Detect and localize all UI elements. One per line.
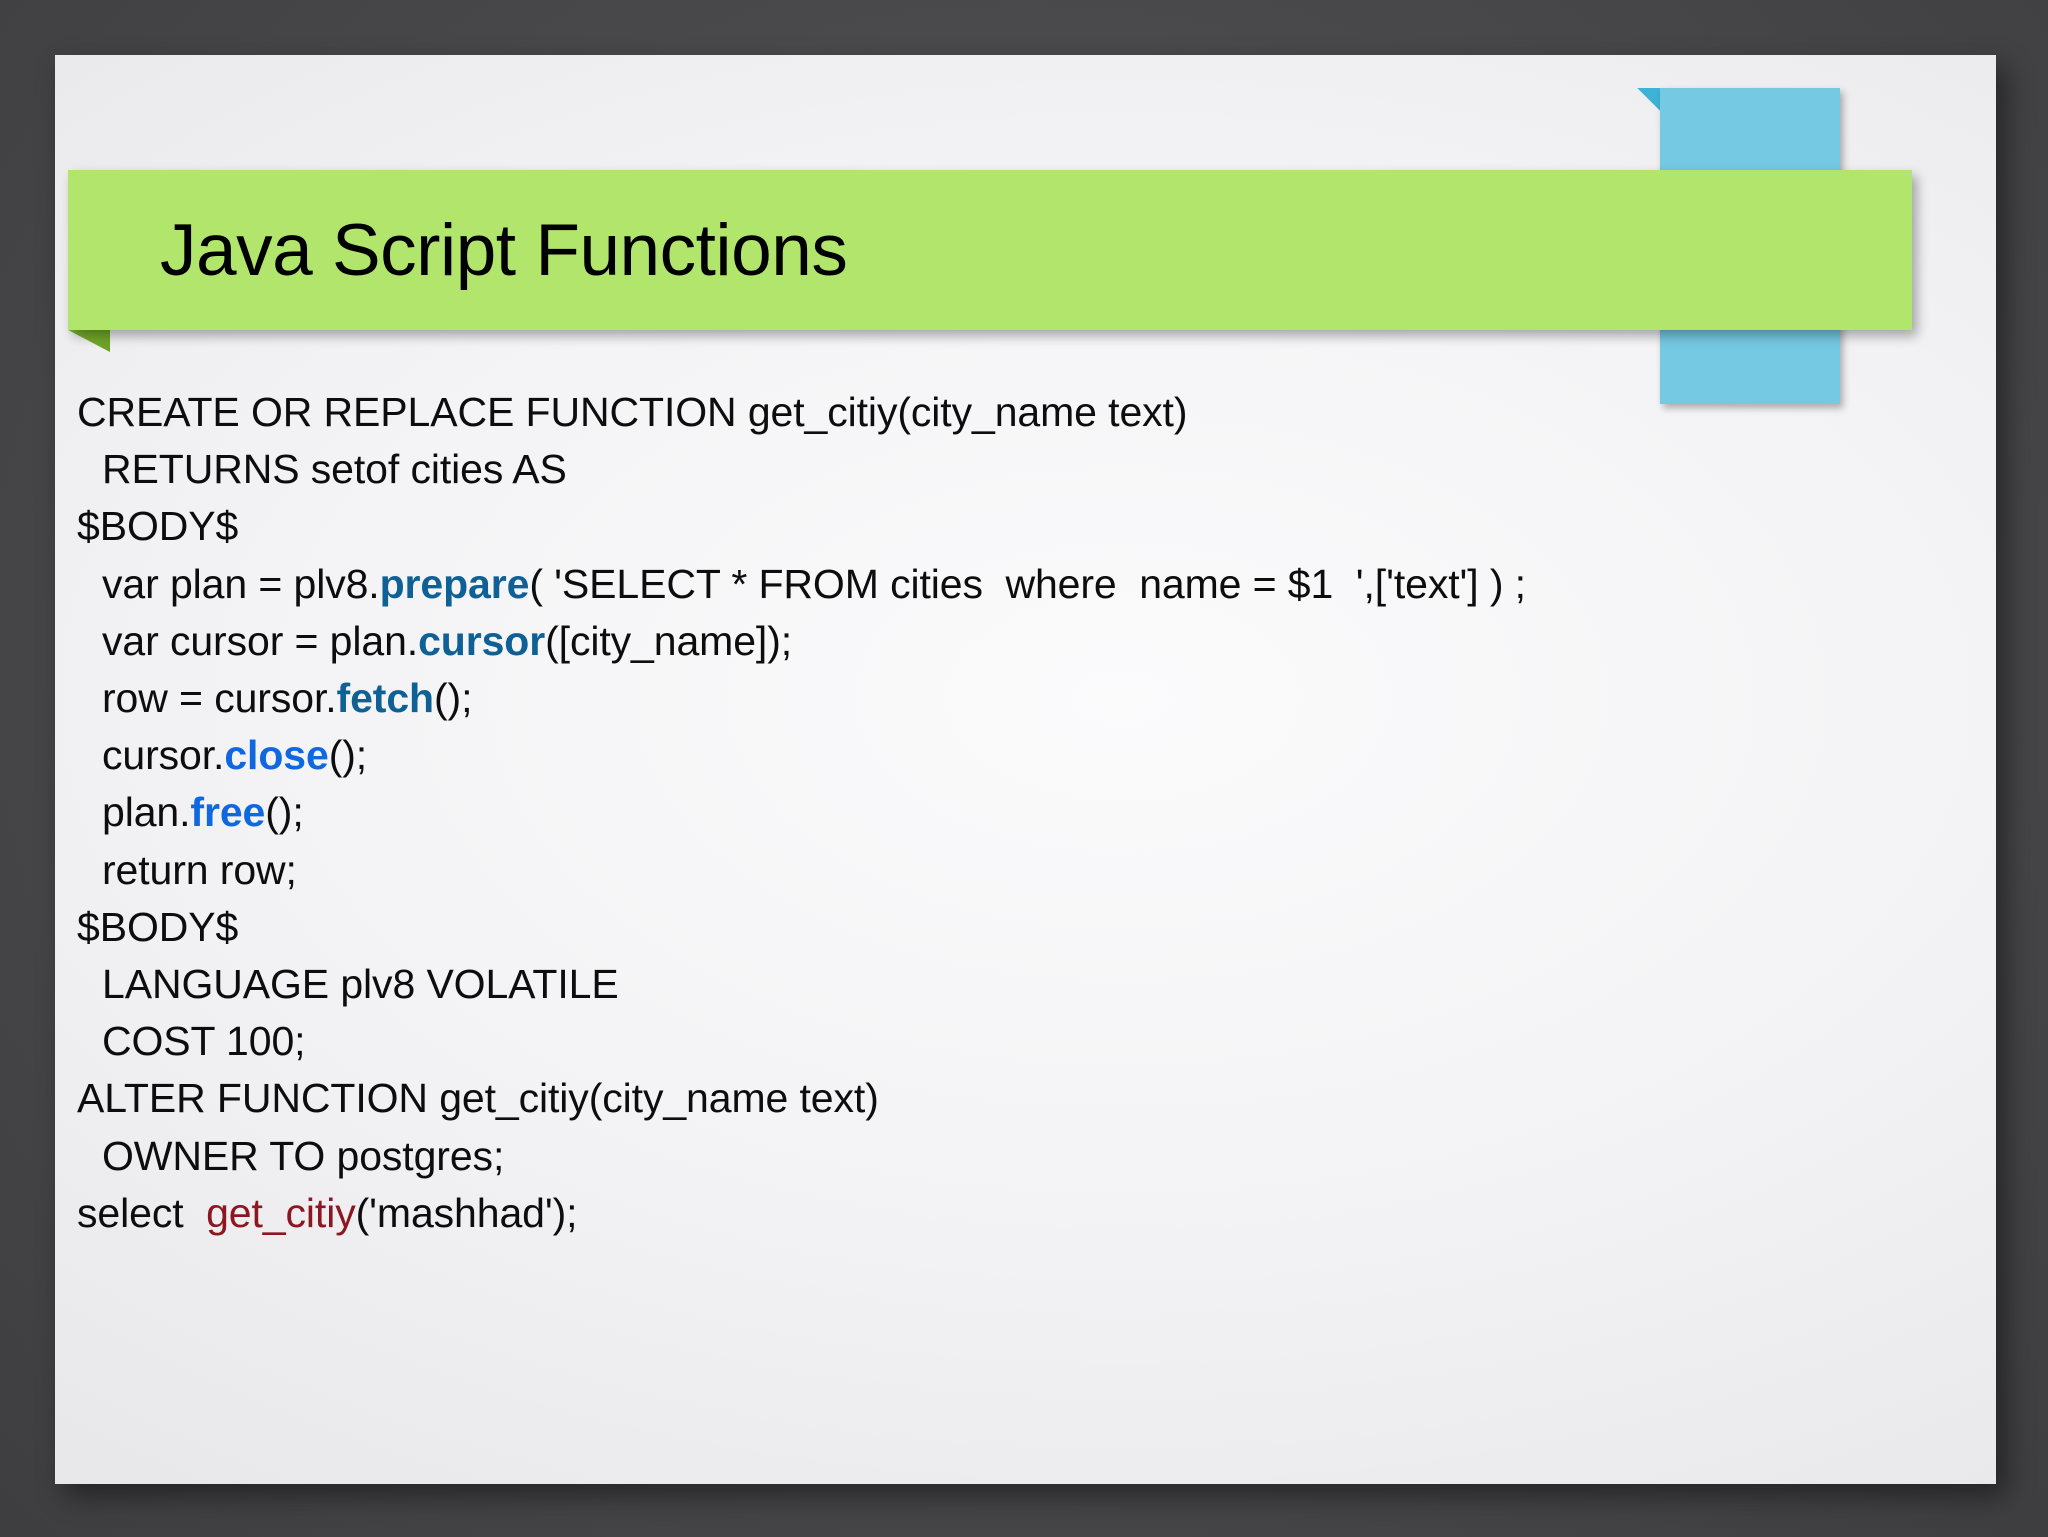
- code-text: $BODY$: [77, 903, 239, 950]
- code-text: COST 100;: [102, 1018, 306, 1065]
- code-text: var plan = plv8.: [102, 560, 380, 607]
- code-text: select: [77, 1189, 207, 1236]
- code-line: return row;: [77, 842, 1996, 899]
- title-banner-fold-decoration: [68, 330, 110, 352]
- code-text: ();: [434, 675, 473, 722]
- code-text: ();: [265, 789, 304, 836]
- code-line: row = cursor.fetch();: [77, 670, 1996, 727]
- code-line: $BODY$: [77, 498, 1996, 555]
- code-text: CREATE OR REPLACE FUNCTION get_citiy(cit…: [77, 389, 1188, 435]
- code-line: var cursor = plan.cursor([city_name]);: [77, 613, 1996, 670]
- code-keyword-method: free: [190, 789, 266, 836]
- title-banner: Java Script Functions: [68, 170, 1912, 330]
- code-line: cursor.close();: [77, 727, 1996, 784]
- code-line: OWNER TO postgres;: [77, 1128, 1996, 1185]
- slide-canvas: Java Script Functions CREATE OR REPLACE …: [55, 55, 1996, 1484]
- code-keyword-method: cursor: [418, 617, 546, 664]
- code-line: RETURNS setof cities AS: [77, 441, 1996, 498]
- code-text: ( 'SELECT * FROM cities where name = $1 …: [529, 560, 1526, 607]
- code-keyword-method: fetch: [336, 675, 435, 722]
- code-keyword-method: prepare: [379, 560, 530, 607]
- code-text: ();: [328, 732, 368, 779]
- code-line: CREATE OR REPLACE FUNCTION get_citiy(cit…: [77, 384, 1996, 441]
- blue-ribbon-fold-decoration: [1637, 88, 1661, 112]
- code-line: plan.free();: [77, 784, 1996, 841]
- code-block: CREATE OR REPLACE FUNCTION get_citiy(cit…: [55, 384, 1996, 1242]
- code-function-name: get_citiy: [206, 1189, 356, 1236]
- code-text: ('mashhad');: [355, 1189, 578, 1236]
- code-line: COST 100;: [77, 1013, 1996, 1070]
- code-line: $BODY$: [77, 899, 1996, 956]
- code-text: return row;: [102, 846, 297, 893]
- code-line: ALTER FUNCTION get_citiy(city_name text): [77, 1070, 1996, 1127]
- code-text: ALTER FUNCTION get_citiy(city_name text): [77, 1075, 879, 1122]
- code-line: var plan = plv8.prepare( 'SELECT * FROM …: [77, 556, 1996, 613]
- code-text: cursor.: [102, 732, 225, 779]
- code-text: row = cursor.: [102, 675, 337, 722]
- code-text: plan.: [102, 789, 191, 836]
- code-text: RETURNS setof cities AS: [102, 446, 567, 493]
- code-text: $BODY$: [77, 503, 239, 550]
- code-text: LANGUAGE plv8 VOLATILE: [102, 961, 619, 1008]
- code-line: select get_citiy('mashhad');: [77, 1185, 1996, 1242]
- code-line: LANGUAGE plv8 VOLATILE: [77, 956, 1996, 1013]
- code-text: var cursor = plan.: [102, 617, 419, 664]
- code-text: ([city_name]);: [545, 617, 793, 664]
- slide-title: Java Script Functions: [160, 209, 848, 291]
- code-keyword-method: close: [224, 732, 329, 779]
- code-text: OWNER TO postgres;: [102, 1132, 505, 1179]
